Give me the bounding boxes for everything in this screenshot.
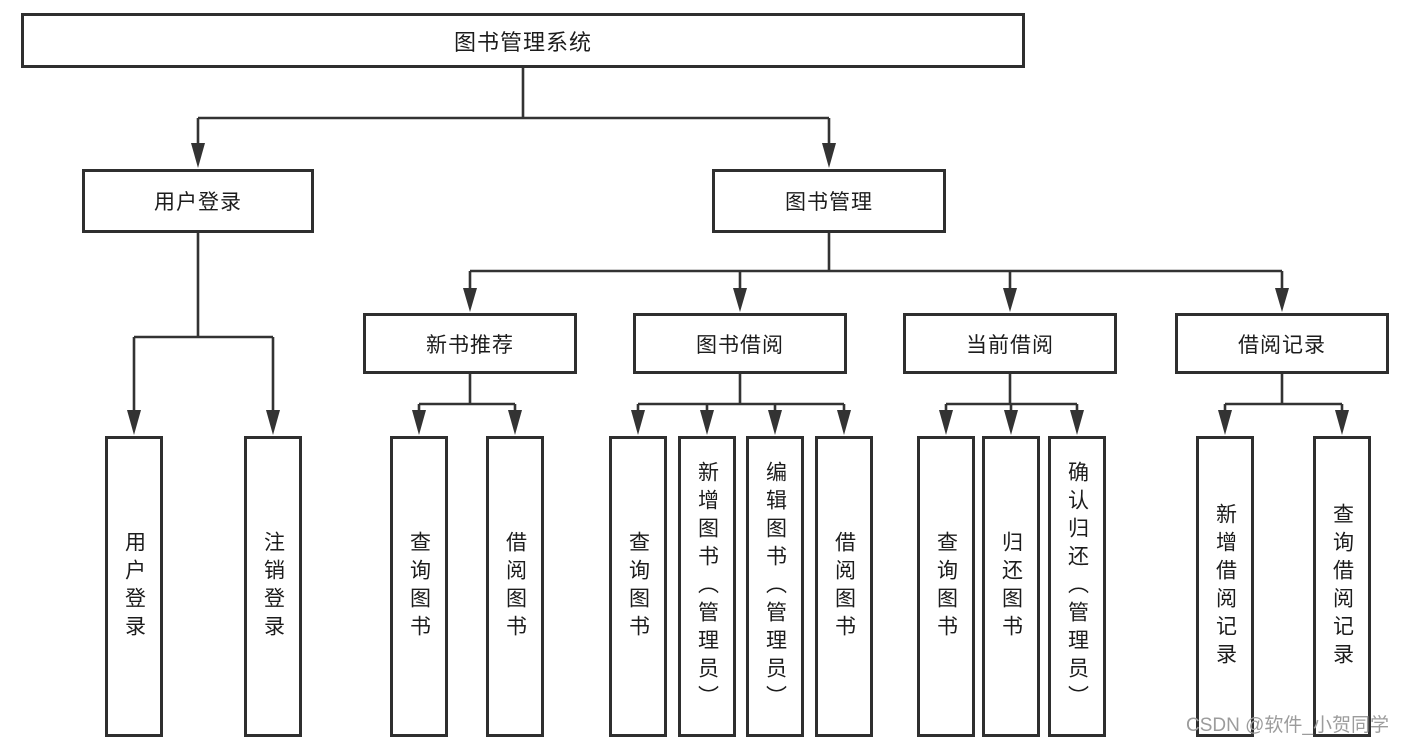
arrowhead — [508, 410, 522, 435]
arrowhead — [127, 410, 141, 435]
node-leaf-add-book-admin: 新增图书（管理员） — [678, 436, 736, 737]
leaf-label: 用户登录 — [122, 530, 146, 643]
leaf-label: 借阅图书 — [503, 530, 527, 643]
leaf-label: 查询图书 — [626, 530, 650, 643]
arrowhead — [768, 410, 782, 435]
node-leaf-query-book-2: 查询图书 — [609, 436, 667, 737]
leaf-label: 归还图书 — [999, 530, 1023, 643]
arrowhead — [266, 410, 280, 435]
leaf-label: 新增图书（管理员） — [695, 460, 719, 713]
node-leaf-query-book-3: 查询图书 — [917, 436, 975, 737]
node-leaf-borrow-book-1: 借阅图书 — [486, 436, 544, 737]
node-branch-user-login: 用户登录 — [82, 169, 314, 233]
node-leaf-query-book-1: 查询图书 — [390, 436, 448, 737]
arrowhead — [1335, 410, 1349, 435]
arrowhead — [700, 410, 714, 435]
connector-mgmt-branch — [468, 233, 1284, 289]
leaf-label: 查询图书 — [407, 530, 431, 643]
connector-root-to-branches — [196, 68, 831, 145]
node-section-book-borrow: 图书借阅 — [633, 313, 847, 374]
arrowhead — [412, 410, 426, 435]
node-branch-book-management: 图书管理 — [712, 169, 946, 233]
node-leaf-user-login: 用户登录 — [105, 436, 163, 737]
arrowhead — [822, 143, 836, 168]
connector-newbook — [417, 374, 517, 412]
node-leaf-confirm-return-admin: 确认归还（管理员） — [1048, 436, 1106, 737]
node-leaf-return-book: 归还图书 — [982, 436, 1040, 737]
arrowhead — [733, 288, 747, 312]
node-section-new-book-recommend: 新书推荐 — [363, 313, 577, 374]
node-leaf-logout: 注销登录 — [244, 436, 302, 737]
node-leaf-edit-book-admin: 编辑图书（管理员） — [746, 436, 804, 737]
node-section-borrow-record: 借阅记录 — [1175, 313, 1389, 374]
arrowhead — [1003, 288, 1017, 312]
leaf-label: 借阅图书 — [832, 530, 856, 643]
arrowhead — [463, 288, 477, 312]
node-leaf-query-borrow-record: 查询借阅记录 — [1313, 436, 1371, 737]
leaf-label: 查询图书 — [934, 530, 958, 643]
leaf-label: 新增借阅记录 — [1213, 502, 1237, 671]
leaf-label: 编辑图书（管理员） — [763, 460, 787, 713]
connector-borrow — [636, 374, 846, 412]
connector-record — [1223, 374, 1344, 412]
csdn-watermark: CSDN @软件_小贺同学 — [1186, 715, 1389, 736]
arrowhead — [1004, 410, 1018, 435]
arrowhead — [1218, 410, 1232, 435]
connector-current — [944, 374, 1079, 412]
connector-user-branch — [132, 233, 275, 412]
arrowhead — [1275, 288, 1289, 312]
arrowhead — [837, 410, 851, 435]
arrowhead — [631, 410, 645, 435]
arrowhead — [1070, 410, 1084, 435]
node-section-current-borrow: 当前借阅 — [903, 313, 1117, 374]
leaf-label: 注销登录 — [261, 530, 285, 643]
arrowhead — [939, 410, 953, 435]
node-leaf-add-borrow-record: 新增借阅记录 — [1196, 436, 1254, 737]
leaf-label: 确认归还（管理员） — [1065, 460, 1089, 713]
leaf-label: 查询借阅记录 — [1330, 502, 1354, 671]
node-root-system: 图书管理系统 — [21, 13, 1025, 68]
arrowhead — [191, 143, 205, 168]
node-leaf-borrow-book-2: 借阅图书 — [815, 436, 873, 737]
